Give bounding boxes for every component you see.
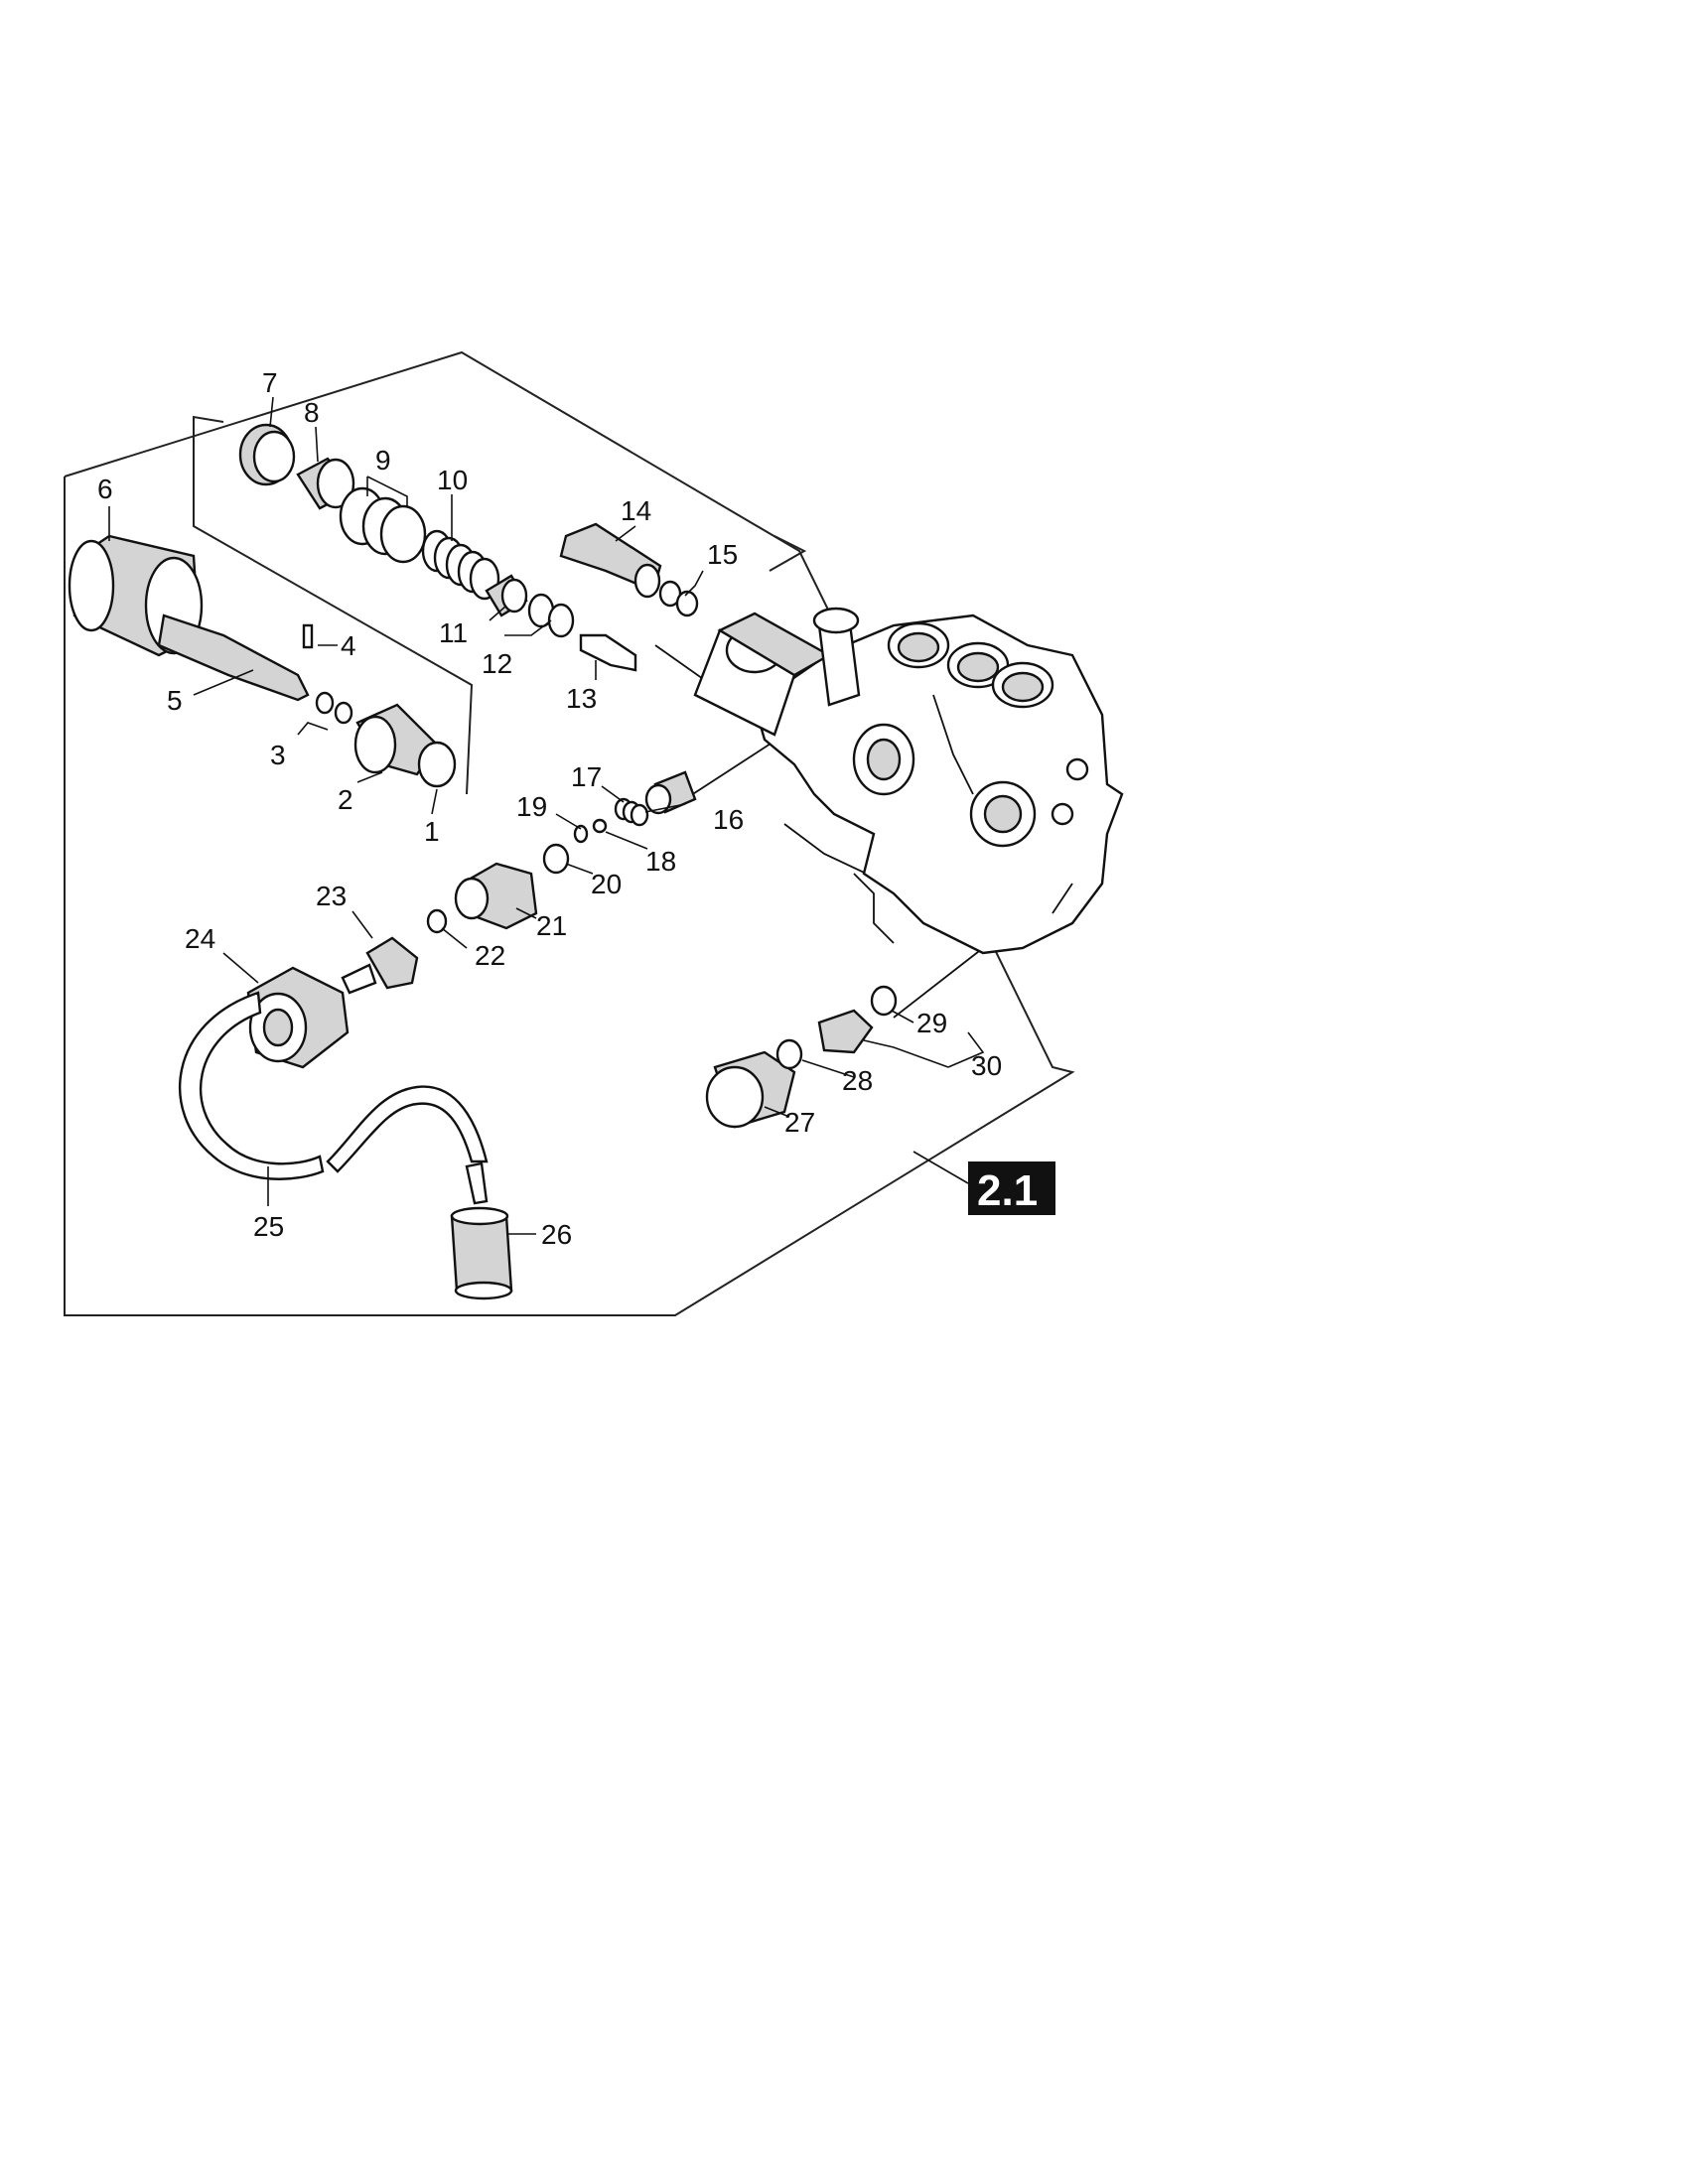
part-27-cap xyxy=(705,1050,796,1129)
callout-7: 7 xyxy=(262,367,278,398)
callout-20: 20 xyxy=(591,869,622,899)
callout-15: 15 xyxy=(707,539,738,570)
part-7-cap xyxy=(238,423,296,486)
part-8-seal-holder xyxy=(296,457,355,510)
callout-5: 5 xyxy=(167,685,183,716)
callout-28: 28 xyxy=(842,1065,873,1096)
part-4-key xyxy=(302,623,314,649)
callout-6: 6 xyxy=(97,474,113,504)
callout-labels: 7 8 9 10 14 15 6 4 11 12 13 5 3 2 1 17 1… xyxy=(97,367,1002,1250)
callout-8: 8 xyxy=(304,397,320,428)
part-1-o-ring xyxy=(417,741,457,788)
part-12-rings xyxy=(527,593,575,638)
part-2-housing xyxy=(353,703,439,776)
callout-10: 10 xyxy=(437,465,468,495)
callout-4: 4 xyxy=(341,630,356,661)
callout-18: 18 xyxy=(645,846,676,877)
callout-3: 3 xyxy=(270,740,286,770)
callout-23: 23 xyxy=(316,881,347,911)
callout-16: 16 xyxy=(713,804,744,835)
part-14-piston xyxy=(559,522,662,599)
part-13-valve-pin xyxy=(579,633,637,672)
part-15-o-rings xyxy=(658,580,699,617)
callout-25: 25 xyxy=(253,1211,284,1242)
callout-11: 11 xyxy=(439,617,468,648)
part-22-o-ring xyxy=(426,908,448,934)
part-10-spring xyxy=(421,529,500,601)
callout-17: 17 xyxy=(571,761,602,792)
part-21-valve-body xyxy=(454,862,538,930)
callout-14: 14 xyxy=(621,495,651,526)
leader-lines xyxy=(108,396,985,1235)
callout-22: 22 xyxy=(475,940,505,971)
part-24-coupling-nut xyxy=(246,966,350,1069)
part-25-hose xyxy=(178,991,489,1180)
callout-1: 1 xyxy=(424,816,440,847)
callout-27: 27 xyxy=(784,1107,815,1138)
callout-26: 26 xyxy=(541,1219,572,1250)
callout-19: 19 xyxy=(516,791,547,822)
inlet-pipe xyxy=(693,607,861,737)
part-16-sleeve xyxy=(644,770,697,815)
part-29-valve-insert xyxy=(817,985,898,1054)
part-26-filter xyxy=(450,1161,513,1300)
subassembly-bracket xyxy=(193,415,474,795)
part-11-sleeve xyxy=(485,574,528,617)
part-9-rings xyxy=(339,486,427,564)
part-18-ball xyxy=(592,818,608,834)
figure-badge-label: 2.1 xyxy=(977,1166,1038,1215)
callout-24: 24 xyxy=(185,923,215,954)
callout-30: 30 xyxy=(971,1050,1002,1081)
callout-9: 9 xyxy=(375,445,391,476)
part-3-rings xyxy=(315,691,353,725)
callout-2: 2 xyxy=(338,784,353,815)
part-28-o-ring xyxy=(775,1038,803,1070)
callout-12: 12 xyxy=(482,648,512,679)
callout-13: 13 xyxy=(566,683,597,714)
assembly-frame xyxy=(64,350,1075,1316)
part-17-spring xyxy=(614,797,649,827)
figure-badge: 2.1 xyxy=(968,1161,1055,1215)
callout-21: 21 xyxy=(536,910,567,941)
part-5-shaft xyxy=(157,614,310,702)
callout-29: 29 xyxy=(916,1008,947,1038)
part-20-o-ring xyxy=(542,843,570,875)
part-23-connector xyxy=(341,936,419,995)
part-19-ring xyxy=(573,824,589,844)
